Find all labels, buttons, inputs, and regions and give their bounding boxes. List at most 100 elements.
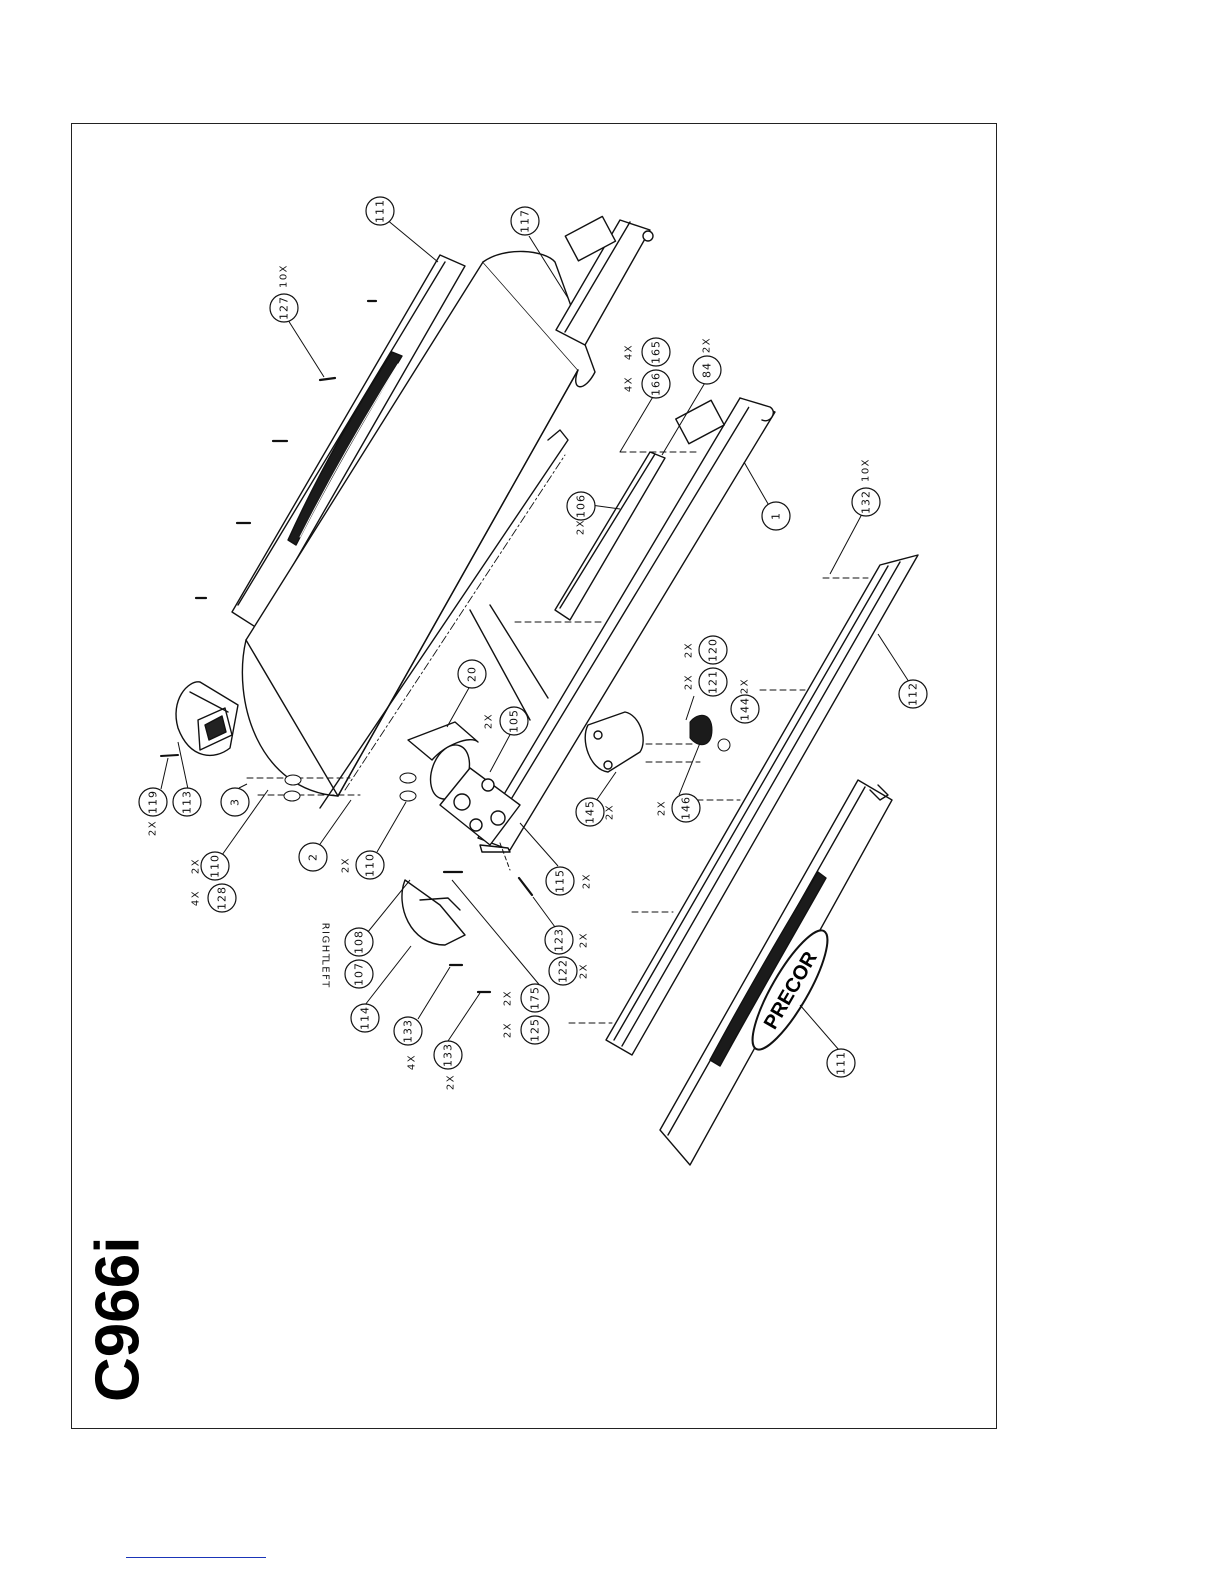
callout-114: 114 (351, 1004, 379, 1032)
callout-quantity: 2X (148, 820, 159, 836)
callout-121: 121 2X (684, 668, 728, 696)
callout-number: 3 (229, 798, 242, 806)
callout-number: 133 (442, 1043, 455, 1067)
callout-quantity: 2X (576, 519, 587, 535)
callout-number: 107 (353, 962, 366, 986)
callout-number: 115 (554, 869, 567, 893)
callout-127: 12710X (270, 264, 298, 322)
callout-quantity: 2X (684, 674, 695, 690)
callout-quantity: 10X (861, 458, 872, 482)
footer-link-underline[interactable] (126, 1557, 266, 1558)
callout-number: 20 (466, 666, 479, 682)
callout-165: 165 4X (624, 338, 671, 366)
callout-quantity: 4X (407, 1054, 418, 1070)
callout-number: 125 (529, 1018, 542, 1042)
callout-quantity: 4X (624, 376, 635, 392)
callout-107: 107 LEFT (320, 959, 374, 989)
callout-117: 117 (511, 207, 539, 235)
callout-quantity: RIGHT (320, 923, 331, 962)
callout-number: 120 (707, 638, 720, 662)
side-cover (585, 712, 643, 772)
callout-quantity: 2X (605, 804, 616, 820)
callout-quantity: 10X (279, 264, 290, 288)
callout-quantity: 2X (191, 858, 202, 874)
callout-1: 1 (762, 502, 790, 530)
callout-number: 132 (860, 490, 873, 514)
rear-hood (176, 682, 238, 756)
callout-number: 145 (584, 800, 597, 824)
callout-number: 114 (359, 1006, 372, 1030)
callout-3: 3 (221, 788, 249, 816)
callout-number: 1 (770, 512, 783, 520)
callout-110: 110 2X (191, 852, 230, 880)
callout-133: 133 4X (394, 1017, 422, 1070)
callout-number: 123 (553, 928, 566, 952)
callout-number: 110 (364, 853, 377, 877)
callout-111: 111 (827, 1049, 855, 1077)
callout-123: 123 2X (545, 926, 590, 954)
callout-number: 111 (374, 199, 387, 223)
callout-quantity: 2X (446, 1074, 457, 1090)
callout-quantity: 2X (740, 678, 751, 694)
callout-quantity: 2X (579, 963, 590, 979)
callout-number: 127 (278, 296, 291, 320)
callout-quantity: 2X (684, 642, 695, 658)
callout-84: 84 2X (693, 337, 721, 384)
callout-number: 106 (575, 494, 588, 518)
callout-111: 111 (366, 197, 394, 225)
left-shroud (402, 880, 465, 945)
callout-quantity: 2X (484, 713, 495, 729)
callout-quantity: 4X (624, 344, 635, 360)
callout-number: 108 (353, 930, 366, 954)
callout-2: 2 (299, 843, 327, 871)
callout-number: 84 (701, 362, 714, 378)
callout-number: 166 (650, 372, 663, 396)
callout-quantity: 2X (579, 932, 590, 948)
rear-rail (556, 216, 653, 345)
callout-108: 108 RIGHT (320, 923, 374, 962)
callout-quantity: 2X (657, 800, 668, 816)
callout-number: 117 (519, 209, 532, 233)
page-title: C966i (83, 1237, 152, 1402)
callout-number: 133 (402, 1019, 415, 1043)
callout-number: 113 (181, 790, 194, 814)
callout-number: 165 (650, 340, 663, 364)
callout-133: 1332X (434, 1041, 462, 1090)
callout-number: 112 (907, 682, 920, 706)
callout-quantity: 2X (582, 873, 593, 889)
callout-number: 121 (707, 670, 720, 694)
callout-quantity: 2X (341, 857, 352, 873)
bottom-side-rail (660, 780, 892, 1165)
callout-122: 122 2X (549, 957, 590, 985)
callout-quantity: 2X (702, 337, 713, 353)
callout-145: 145 2X (576, 798, 616, 826)
callout-quantity: 2X (503, 1022, 514, 1038)
callout-110: 110 2X (341, 851, 385, 879)
callout-112: 112 (899, 680, 927, 708)
callout-number: 144 (739, 697, 752, 721)
callout-number: 175 (529, 986, 542, 1010)
callout-quantity: LEFT (320, 959, 331, 989)
callout-128: 1284X (191, 884, 237, 912)
callout-number: 105 (508, 709, 521, 733)
callout-number: 146 (680, 796, 693, 820)
callout-number: 111 (835, 1051, 848, 1075)
callout-number: 119 (147, 790, 160, 814)
callout-105: 105 2X (484, 707, 529, 735)
callout-number: 110 (209, 854, 222, 878)
callout-20: 20 (458, 660, 486, 688)
callout-113: 113 (173, 788, 201, 816)
callout-number: 128 (216, 886, 229, 910)
callout-number: 122 (557, 959, 570, 983)
callout-146: 146 2X (657, 794, 701, 822)
callout-166: 166 4X (624, 370, 671, 398)
callout-120: 120 2X (684, 636, 728, 664)
callout-115: 115 2X (546, 867, 593, 895)
callout-119: 1192X (139, 788, 167, 836)
callout-125: 125 2X (503, 1016, 550, 1044)
